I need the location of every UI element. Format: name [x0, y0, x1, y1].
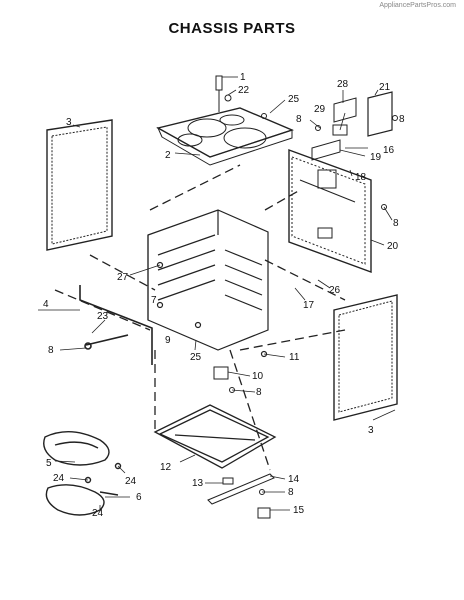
callout-28: 28	[337, 79, 349, 90]
callout-numbers: 1 22 25 2 3 28 21 29 8 8 16 19 18 8 20 2…	[43, 72, 405, 519]
side-panel-left	[46, 119, 113, 251]
watermark: AppliancePartsPros.com	[379, 2, 456, 9]
callout-24-left: 24	[53, 473, 65, 484]
drawer-rail	[207, 473, 275, 519]
callout-9: 9	[165, 335, 171, 346]
callout-8-rail: 8	[288, 487, 294, 498]
side-panel-right	[333, 294, 398, 421]
callout-20: 20	[387, 241, 399, 252]
hinge-bracket	[213, 366, 235, 393]
callout-1: 1	[240, 72, 246, 83]
callout-leaders	[38, 76, 396, 511]
callout-18: 18	[355, 172, 367, 183]
callout-24-upper: 24	[125, 476, 137, 487]
callout-6: 6	[136, 492, 142, 503]
callout-19: 19	[370, 152, 382, 163]
callout-3-left: 3	[66, 117, 72, 128]
callout-11: 11	[289, 352, 300, 363]
back-panel	[288, 148, 372, 274]
callout-26: 26	[329, 285, 341, 296]
callout-8-upper: 8	[296, 114, 302, 125]
callout-21: 21	[379, 82, 391, 93]
back-brackets	[311, 91, 398, 210]
callout-14: 14	[288, 474, 300, 485]
callout-23: 23	[97, 311, 109, 322]
callout-16: 16	[383, 145, 395, 156]
oven-chassis	[147, 209, 269, 358]
callout-7: 7	[151, 295, 157, 306]
callout-3-right: 3	[368, 425, 374, 436]
callout-8-left: 8	[48, 345, 54, 356]
callout-4: 4	[43, 299, 49, 310]
door-frame-strip	[79, 285, 153, 365]
callout-10: 10	[252, 371, 264, 382]
diagram-title: CHASSIS PARTS	[168, 20, 296, 37]
callout-29: 29	[314, 104, 326, 115]
callout-22: 22	[238, 85, 250, 96]
callout-8-back: 8	[393, 218, 399, 229]
callout-15: 15	[293, 505, 305, 516]
callout-25-top: 25	[288, 94, 300, 105]
callout-5: 5	[46, 458, 52, 469]
callout-25-bottom: 25	[190, 352, 202, 363]
callout-27: 27	[117, 272, 129, 283]
callout-17: 17	[303, 300, 315, 311]
top-screw-assembly	[215, 75, 267, 119]
callout-13: 13	[192, 478, 204, 489]
callout-2: 2	[165, 150, 171, 161]
bottom-drawer-tray	[153, 404, 277, 469]
assembly-guide-lines	[54, 164, 346, 471]
cooktop	[156, 107, 294, 166]
callout-8-right: 8	[399, 114, 405, 125]
callout-24-lower: 24	[92, 508, 104, 519]
callout-12: 12	[160, 462, 172, 473]
callout-8-bracket: 8	[256, 387, 262, 398]
